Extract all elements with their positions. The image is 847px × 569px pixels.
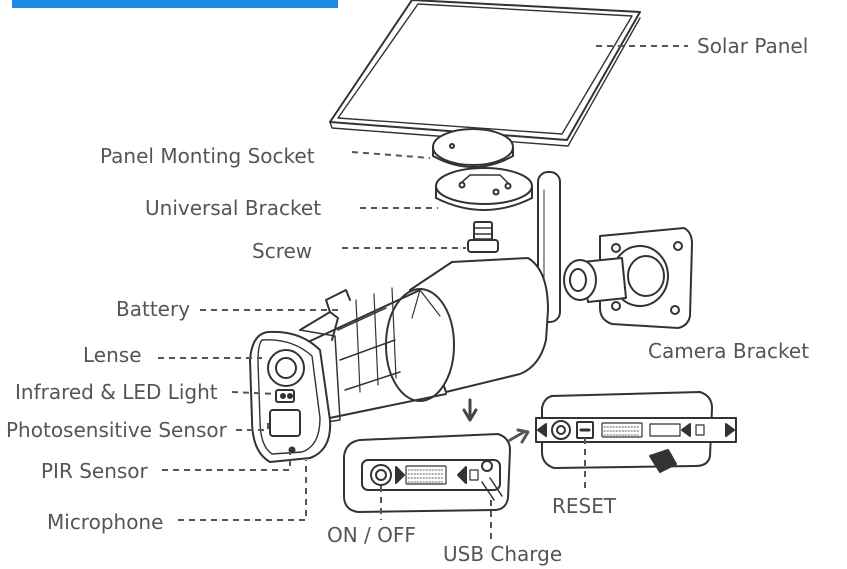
bottom-panel-illustration [343,398,511,513]
leader-infrared-led [231,391,277,395]
camera-body-illustration [299,257,549,426]
label-microphone: Microphone [47,510,164,534]
camera-front-illustration [249,330,332,463]
label-camera-bracket: Camera Bracket [648,339,810,363]
label-on-off: ON / OFF [327,523,416,547]
screw-illustration [467,221,499,253]
label-universal-bracket: Universal Bracket [145,196,322,220]
label-screw: Screw [252,239,313,263]
leader-lines [158,45,688,540]
label-panel-mounting-socket: Panel Monting Socket [100,144,315,168]
camera-bracket-illustration [563,227,693,329]
header-accent-bar [12,0,338,8]
leader-panel-mounting-socket [351,151,431,159]
label-battery: Battery [116,297,191,321]
label-infrared-led: Infrared & LED Light [15,380,218,404]
label-solar-panel: Solar Panel [697,34,809,58]
solar-panel-illustration [329,0,641,147]
label-pir-sensor: PIR Sensor [41,459,148,483]
leader-microphone [178,460,307,521]
label-lense: Lense [83,343,142,367]
universal-bracket-illustration [435,167,533,211]
panel-mounting-socket-illustration [432,128,514,168]
label-reset: RESET [552,494,617,518]
right-panel-illustration [508,391,737,473]
label-usb-charge: USB Charge [443,542,563,566]
label-photosensitive-sensor: Photosensitive Sensor [6,418,227,442]
